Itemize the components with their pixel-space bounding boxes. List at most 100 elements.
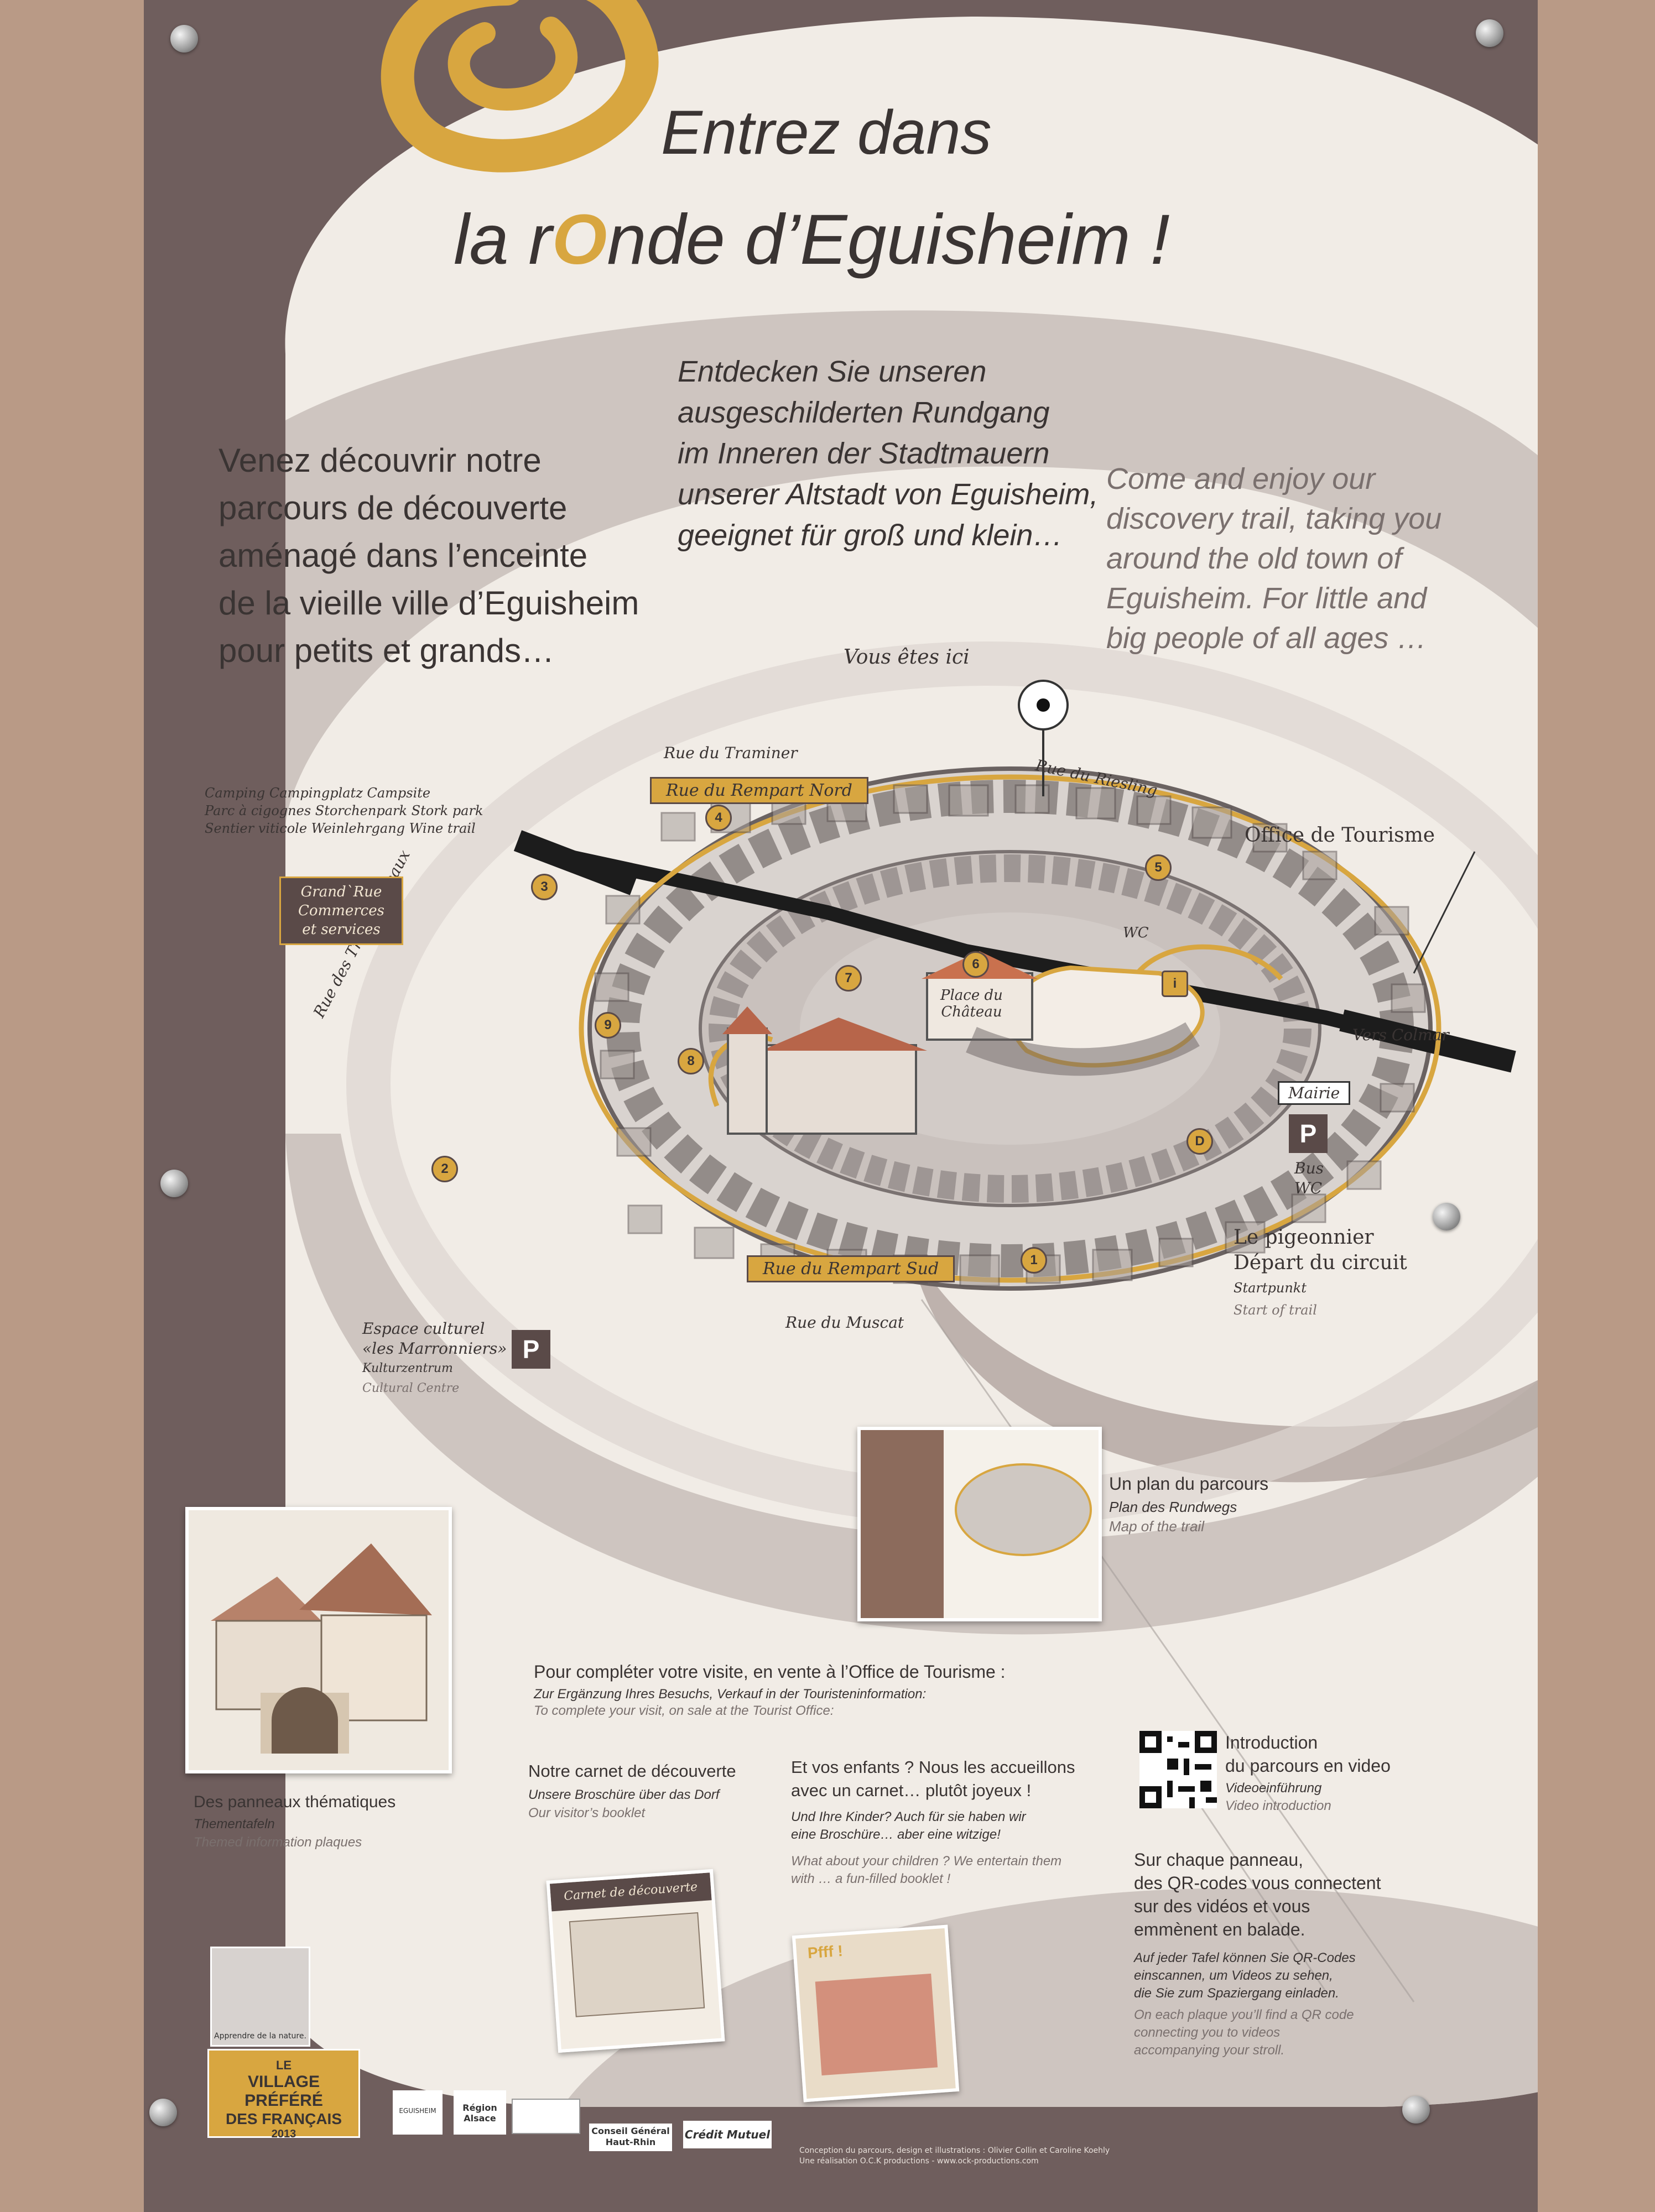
video-fr-line: Introduction: [1225, 1733, 1318, 1752]
start-trail-label: Start of trail: [1234, 1302, 1317, 1318]
intro-english-line: Come and enjoy our: [1106, 462, 1376, 495]
plan-en: Map of the trail: [1109, 1518, 1204, 1535]
screw: [1476, 19, 1503, 47]
video-fr-line: du parcours en video: [1225, 1756, 1391, 1776]
camping-line: Camping Campingplatz Campsite: [205, 785, 431, 801]
qr-fr-line: emmènent en balade.: [1134, 1919, 1305, 1939]
qr-en-line: connecting you to videos: [1134, 2025, 1281, 2040]
bus-wc-label: Bus WC: [1294, 1159, 1324, 1198]
carnet-booklet-cover: Carnet de découverte: [546, 1869, 725, 2053]
qr-de: Auf jeder Tafel können Sie QR-Codes eins…: [1134, 1949, 1356, 2002]
parking-icon: P: [1289, 1114, 1328, 1153]
start-marker: D: [1186, 1128, 1213, 1155]
screw: [170, 25, 198, 53]
intro-german-line: ausgeschilderten Rundgang: [678, 396, 1050, 429]
title-gold-o: O: [551, 200, 607, 279]
panels-en: Themed information plaques: [194, 1835, 362, 1850]
place-du-chateau-label: Place du Château: [940, 987, 1003, 1020]
video-fr: Introduction du parcours en video: [1225, 1731, 1391, 1777]
place-line: Place du: [940, 987, 1003, 1004]
nature-badge: Apprendre de la nature.: [210, 1947, 310, 2047]
mairie-label: Mairie: [1278, 1081, 1351, 1105]
carnet-de: Unsere Broschüre über das Dorf: [528, 1787, 720, 1802]
credits: Conception du parcours, design et illust…: [799, 2146, 1110, 2167]
qr-en: On each plaque you’ll find a QR code con…: [1134, 2006, 1354, 2059]
intro-french: Venez découvrir notre parcours de découv…: [218, 437, 639, 675]
enfants-en-line: with … a fun-filled booklet !: [791, 1871, 951, 1886]
qr-de-line: Auf jeder Tafel können Sie QR-Codes: [1134, 1950, 1356, 1965]
qr-fr-line: des QR-codes vous connectent: [1134, 1873, 1381, 1893]
village-prefere-badge: LE VILLAGE PRÉFÉRÉ DES FRANÇAIS 2013: [207, 2049, 360, 2140]
title-line2: la rOnde d’Eguisheim !: [454, 199, 1170, 280]
logo-blank: [512, 2099, 580, 2134]
enfants-de: Und Ihre Kinder? Auch für sie haben wir …: [791, 1808, 1026, 1844]
espace-line-en: Cultural Centre: [362, 1381, 460, 1395]
title-line2-end: nde d’Eguisheim !: [607, 200, 1170, 279]
screw: [160, 1170, 188, 1197]
intro-french-line: aménagé dans l’enceinte: [218, 537, 588, 574]
intro-english-line: big people of all ages …: [1106, 622, 1427, 655]
camping-line: Sentier viticole Weinlehrgang Wine trail: [205, 821, 476, 836]
qr-de-line: die Sie zum Spaziergang einladen.: [1134, 1986, 1339, 2001]
screw: [149, 2099, 177, 2126]
intro-english-line: around the old town of: [1106, 542, 1402, 575]
qr-de-line: einscannen, um Videos zu sehen,: [1134, 1968, 1333, 1983]
enfants-de-line: Und Ihre Kinder? Auch für sie haben wir: [791, 1809, 1026, 1824]
office-tourisme-label: Office de Tourisme: [1245, 824, 1435, 847]
wc-label-map: WC: [1123, 925, 1149, 941]
grand-rue-line: Grand`Rue: [300, 884, 382, 900]
information-board: Entrez dans la rOnde d’Eguisheim ! Venez…: [144, 0, 1538, 2212]
enfants-fr-line: Et vos enfants ? Nous les accueillons: [791, 1757, 1075, 1777]
enfants-en-line: What about your children ? We entertain …: [791, 1854, 1062, 1869]
carnet-fr: Notre carnet de découverte: [528, 1761, 736, 1781]
camping-line: Parc à cigognes Storchenpark Stork park: [205, 803, 483, 818]
pigeonnier-line: Le pigeonnier: [1234, 1226, 1374, 1249]
wc-line: WC: [1294, 1179, 1323, 1197]
qr-en-line: accompanying your stroll.: [1134, 2043, 1285, 2058]
intro-german-line: im Inneren der Stadtmauern: [678, 437, 1050, 470]
street-rempart-sud: Rue du Rempart Sud: [747, 1255, 955, 1282]
trail-stop-marker: 3: [531, 874, 558, 900]
title-line2-start: la r: [454, 200, 552, 279]
carnet-en: Our visitor’s booklet: [528, 1806, 646, 1820]
logo-eguisheim: EGUISHEIM: [393, 2090, 443, 2135]
screw: [1433, 1203, 1460, 1230]
grand-rue-line: et services: [302, 921, 381, 938]
video-de: Videoeinführung: [1225, 1781, 1322, 1796]
themed-plaque-illustration: [185, 1507, 452, 1773]
enfants-fr-line: avec un carnet… plutôt joyeux !: [791, 1781, 1032, 1800]
qr-code-icon[interactable]: [1139, 1731, 1217, 1808]
trail-stop-marker: 9: [595, 1012, 621, 1039]
screw: [1402, 2096, 1430, 2124]
trail-stop-marker: 1: [1021, 1247, 1047, 1274]
kids-cover-title: Pfff !: [807, 1942, 844, 1962]
depart-line: Départ du circuit: [1234, 1251, 1407, 1274]
logo-credit-mutuel: Crédit Mutuel: [683, 2121, 772, 2148]
espace-line: Espace culturel: [362, 1319, 485, 1338]
intro-german-line: unserer Altstadt von Eguisheim,: [678, 478, 1099, 511]
village-badge-line: DES FRANÇAIS: [225, 2110, 342, 2127]
intro-french-line: parcours de découverte: [218, 489, 568, 526]
complete-en: To complete your visit, on sale at the T…: [534, 1703, 834, 1718]
qr-pattern-icon: [1139, 1731, 1217, 1808]
video-en: Video introduction: [1225, 1798, 1331, 1813]
espace-culturel-label: Espace culturel «les Marronniers» Kultur…: [362, 1319, 507, 1399]
street-traminer: Rue du Traminer: [664, 744, 798, 762]
intro-german-line: geeignet für groß und klein…: [678, 519, 1063, 552]
enfants-fr: Et vos enfants ? Nous les accueillons av…: [791, 1756, 1075, 1802]
carnet-cover-title: Carnet de découverte: [549, 1872, 712, 1912]
village-badge-line: LE: [275, 2058, 292, 2072]
enfants-en: What about your children ? We entertain …: [791, 1853, 1061, 1888]
camping-info: Camping Campingplatz Campsite Parc à cig…: [205, 784, 483, 837]
trail-stop-marker: 8: [678, 1048, 704, 1074]
village-badge-year: 2013: [271, 2128, 296, 2140]
logo-conseil-general: Conseil Général Haut-Rhin: [589, 2124, 672, 2151]
plan-de: Plan des Rundwegs: [1109, 1499, 1237, 1515]
credits-line: Une réalisation O.C.K productions - www.…: [799, 2157, 1039, 2166]
intro-french-line: de la vieille ville d’Eguisheim: [218, 585, 639, 622]
bus-line: Bus: [1294, 1159, 1324, 1177]
trail-stop-marker: 2: [431, 1156, 458, 1182]
qr-fr: Sur chaque panneau, des QR-codes vous co…: [1134, 1848, 1381, 1941]
enfants-de-line: eine Broschüre… aber eine witzige!: [791, 1827, 1001, 1842]
intro-english-line: Eguisheim. For little and: [1106, 582, 1427, 615]
